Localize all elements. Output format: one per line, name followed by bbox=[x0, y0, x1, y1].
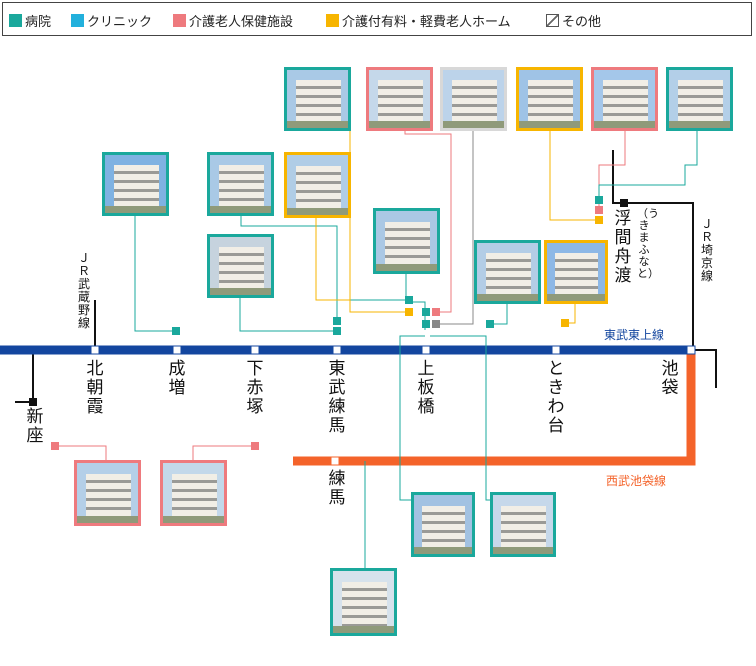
facility-marker-hospital[interactable] bbox=[486, 320, 494, 328]
legend-swatch-hospital bbox=[9, 13, 22, 27]
facility-photo[interactable] bbox=[373, 208, 440, 274]
facility-marker-hospital[interactable] bbox=[405, 296, 413, 304]
legend-label-clinic: クリニック bbox=[87, 14, 153, 30]
ukima-funado-station-marker bbox=[620, 199, 628, 207]
legend-other: その他 bbox=[546, 11, 602, 30]
nerima-station-marker bbox=[330, 456, 340, 466]
station-label-shimo-akatsuka: 下赤塚 bbox=[246, 359, 264, 417]
connector-kamiitabashi-f bbox=[399, 335, 425, 501]
connector-tokiwadai-a bbox=[490, 297, 508, 325]
connector-kamiitabashi-d bbox=[436, 97, 474, 325]
facility-marker-hospital[interactable] bbox=[333, 317, 341, 325]
jr-saikyo-line bbox=[612, 150, 717, 388]
connector-ukima-a bbox=[549, 100, 599, 221]
legend-swatch-other bbox=[546, 13, 559, 27]
station-label-kita-asaka: 北朝霞 bbox=[86, 359, 104, 417]
station-kana-ukima-funado: （うきまふなと） bbox=[637, 207, 659, 280]
shimo-akatsuka-station-marker bbox=[250, 345, 260, 355]
facility-marker-nursing[interactable] bbox=[432, 308, 440, 316]
station-label-narimasu: 成増 bbox=[168, 359, 186, 398]
facility-marker-care-home[interactable] bbox=[595, 216, 603, 224]
facility-photo[interactable] bbox=[440, 67, 507, 131]
legend-label-nursing: 介護老人保健施設 bbox=[189, 14, 294, 30]
facility-photo[interactable] bbox=[284, 152, 351, 218]
tobu-nerima-station-marker bbox=[332, 345, 342, 355]
line-label-jr-musashino: ＪＲ武蔵野線 bbox=[77, 251, 90, 330]
jr-musashino-line-lower bbox=[15, 349, 95, 403]
legend-swatch-nursing bbox=[173, 13, 186, 27]
connector-ukima-c bbox=[598, 131, 698, 200]
facility-photo[interactable] bbox=[74, 460, 141, 526]
connector-kamiitabashi-b bbox=[349, 101, 409, 313]
facility-photo[interactable] bbox=[516, 67, 583, 131]
niiza-station-marker bbox=[29, 398, 37, 406]
line-label-tobu: 東武東上線 bbox=[604, 328, 665, 342]
legend-label-other: その他 bbox=[562, 14, 602, 30]
facility-marker-hospital[interactable] bbox=[333, 327, 341, 335]
tokiwadai-station-marker bbox=[551, 345, 561, 355]
line-label-seibu: 西武池袋線 bbox=[606, 474, 667, 488]
facility-marker-hospital[interactable] bbox=[422, 308, 430, 316]
seibu-line bbox=[293, 350, 696, 466]
station-label-ukima-funado: 浮間舟渡 bbox=[614, 209, 632, 286]
connector-kita-asaka-a bbox=[55, 445, 107, 462]
facility-photo[interactable] bbox=[102, 152, 169, 216]
station-label-niiza: 新座 bbox=[26, 407, 44, 446]
kita-asaka-station-marker bbox=[90, 345, 100, 355]
facility-marker-care-home[interactable] bbox=[561, 319, 569, 327]
connector-kamiitabashi-g bbox=[430, 335, 494, 501]
line-label-jr-saikyo: ＪＲ埼京線 bbox=[700, 217, 713, 283]
facility-photo[interactable] bbox=[544, 240, 608, 304]
legend-swatch-clinic bbox=[71, 13, 84, 27]
legend-box: 病院 クリニック 介護老人保健施設 介護付有料・軽費老人ホーム その他 bbox=[2, 2, 752, 36]
station-label-ikebukuro: 池袋 bbox=[661, 359, 679, 398]
facility-marker-nursing[interactable] bbox=[51, 442, 59, 450]
legend-clinic: クリニック bbox=[71, 11, 153, 30]
facility-marker-nursing[interactable] bbox=[251, 442, 259, 450]
facility-photo[interactable] bbox=[474, 240, 541, 304]
facility-marker-hospital[interactable] bbox=[172, 327, 180, 335]
facility-photo[interactable] bbox=[666, 67, 733, 131]
station-label-tobu-nerima: 東武練馬 bbox=[328, 359, 346, 436]
narimasu-station-marker bbox=[172, 345, 182, 355]
facility-photo[interactable] bbox=[330, 568, 397, 636]
facility-photo[interactable] bbox=[591, 67, 658, 131]
facility-photo[interactable] bbox=[207, 234, 274, 298]
station-label-kamiitabashi: 上板橋 bbox=[417, 359, 435, 417]
facility-marker-other[interactable] bbox=[432, 320, 440, 328]
connector-narimasu bbox=[134, 214, 176, 332]
legend-hospital: 病院 bbox=[9, 11, 52, 30]
legend-nursing: 介護老人保健施設 bbox=[173, 11, 294, 30]
legend-care-home: 介護付有料・軽費老人ホーム bbox=[326, 11, 511, 30]
connector-shimo-akatsuka bbox=[239, 297, 337, 332]
facility-photo[interactable] bbox=[490, 492, 556, 557]
ikebukuro-station-marker bbox=[686, 345, 696, 355]
station-label-nerima: 練馬 bbox=[328, 469, 346, 508]
facility-photo[interactable] bbox=[207, 152, 274, 216]
facility-photo[interactable] bbox=[160, 460, 227, 526]
facility-marker-hospital[interactable] bbox=[595, 196, 603, 204]
facility-marker-care-home[interactable] bbox=[405, 308, 413, 316]
legend-swatch-care-home bbox=[326, 13, 339, 27]
facility-photo[interactable] bbox=[366, 67, 433, 131]
legend-label-care-home: 介護付有料・軽費老人ホーム bbox=[342, 14, 511, 30]
connector-kita-asaka-b bbox=[192, 445, 255, 462]
station-label-tokiwadai: ときわ台 bbox=[547, 359, 565, 436]
facility-photo[interactable] bbox=[411, 492, 475, 557]
facility-marker-nursing[interactable] bbox=[595, 206, 603, 214]
facility-photo[interactable] bbox=[284, 67, 351, 131]
kamiitabashi-station-marker bbox=[421, 345, 431, 355]
facility-marker-hospital[interactable] bbox=[422, 320, 430, 328]
legend-label-hospital: 病院 bbox=[25, 14, 52, 30]
